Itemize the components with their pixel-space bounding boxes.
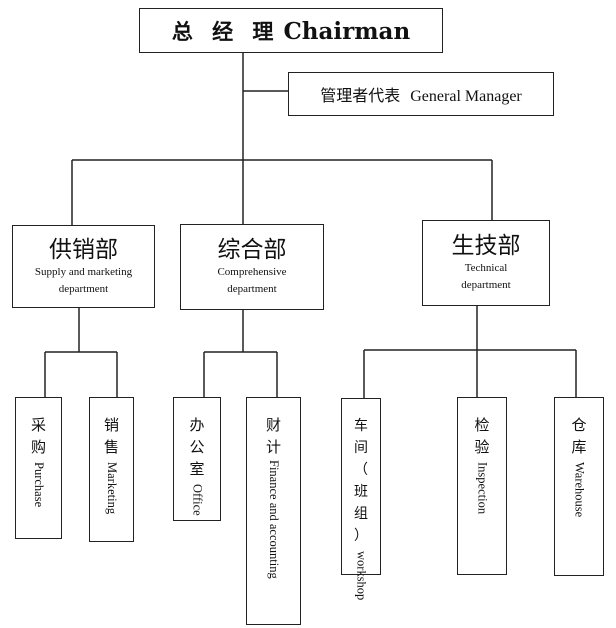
unit-cn-char: 售: [103, 438, 119, 456]
unit-cn-char: 室: [189, 460, 205, 478]
dept-en-line1: Supply and marketing: [34, 265, 133, 278]
dept-en-line2: department: [227, 283, 277, 295]
dept-en-line2: department: [461, 279, 511, 291]
unit-en: Marketing: [104, 462, 119, 515]
dept-cn: 供销部: [49, 236, 118, 263]
unit-finance: 财 计 Finance and accounting: [246, 397, 301, 625]
unit-cn-char: 办: [189, 416, 205, 434]
dept-supply-marketing: 供销部 Supply and marketing department: [12, 225, 155, 308]
unit-cn-char: 验: [474, 438, 490, 456]
unit-en: Finance and accounting: [266, 460, 281, 579]
unit-cn-char: 班: [354, 484, 368, 500]
unit-cn-char: 间: [354, 440, 368, 456]
unit-warehouse: 仓 库 Warehouse: [554, 397, 604, 576]
chairman-box: 总 经 理 Chairman: [139, 8, 443, 53]
general-manager-box: 管理者代表 General Manager: [288, 72, 554, 116]
unit-cn-char: 公: [189, 438, 205, 456]
unit-en: Office: [190, 484, 205, 516]
unit-en: Purchase: [31, 462, 46, 508]
unit-cn-char: 购: [30, 438, 46, 456]
unit-purchase: 采 购 Purchase: [15, 397, 62, 539]
general-manager-en: General Manager: [410, 88, 522, 105]
unit-cn-char: （: [354, 462, 368, 478]
unit-cn-char: 车: [354, 418, 368, 434]
dept-technical: 生技部 Technical department: [422, 220, 550, 306]
dept-en-line1: Technical: [464, 262, 508, 274]
unit-marketing: 销 售 Marketing: [89, 397, 134, 542]
unit-en: Inspection: [475, 462, 490, 515]
dept-cn: 综合部: [217, 237, 287, 263]
chairman-en: Chairman: [283, 17, 411, 45]
unit-cn-char: 组: [354, 506, 368, 522]
unit-cn-char: 检: [474, 416, 490, 434]
dept-comprehensive: 综合部 Comprehensive department: [180, 224, 324, 310]
unit-workshop: 车 间 （ 班 组 ） workshop: [341, 398, 381, 600]
general-manager-cn: 管理者代表: [320, 86, 401, 105]
unit-cn-char: ）: [354, 528, 368, 544]
dept-cn: 生技部: [451, 233, 521, 259]
unit-en: workshop: [354, 551, 369, 601]
unit-cn-char: 采: [30, 416, 46, 434]
unit-cn-char: 财: [265, 416, 281, 434]
unit-cn-char: 仓: [571, 416, 587, 434]
chairman-cn: 总 经 理: [171, 18, 280, 44]
unit-cn-char: 销: [103, 416, 119, 434]
unit-office: 办 公 室 Office: [173, 397, 221, 521]
unit-cn-char: 库: [571, 438, 587, 456]
unit-cn-char: 计: [265, 438, 281, 456]
dept-en-line1: Comprehensive: [217, 266, 287, 278]
dept-en-line2: department: [58, 282, 109, 295]
unit-inspection: 检 验 Inspection: [457, 397, 507, 575]
unit-en: Warehouse: [572, 462, 587, 518]
